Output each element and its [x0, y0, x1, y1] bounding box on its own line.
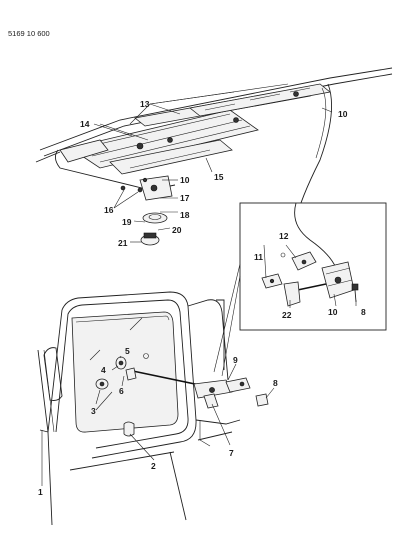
- document-code: 5169 10 600: [8, 29, 50, 38]
- callout-21: 21: [118, 238, 128, 248]
- callout-8-body: 8: [273, 378, 278, 388]
- callout-15: 15: [214, 172, 224, 182]
- callout-11: 11: [254, 252, 263, 262]
- callout-2: 2: [151, 461, 156, 471]
- callout-20: 20: [172, 225, 182, 235]
- roof-panel-assembly: [35, 67, 393, 246]
- callout-17: 17: [180, 193, 190, 203]
- callout-5: 5: [125, 346, 130, 356]
- callout-22: 22: [282, 310, 292, 320]
- callout-9: 9: [233, 355, 238, 365]
- body-side-window-assembly: [37, 291, 269, 526]
- callout-10-inset: 10: [328, 307, 338, 317]
- callout-8-inset: 8: [361, 307, 366, 317]
- callout-16: 16: [104, 205, 114, 215]
- callout-3: 3: [91, 406, 96, 416]
- detail-inset: [213, 202, 387, 377]
- leader-lines: [41, 83, 357, 486]
- callout-1: 1: [38, 487, 43, 497]
- callout-labels: 13 10 14 15 10 17 16 18 19 20 21 12 11 2…: [38, 99, 366, 497]
- callout-10-roof: 10: [338, 109, 348, 119]
- callout-10-plate: 10: [180, 175, 190, 185]
- callout-4: 4: [101, 365, 106, 375]
- callout-14: 14: [80, 119, 90, 129]
- callout-7: 7: [229, 448, 234, 458]
- callout-13: 13: [140, 99, 150, 109]
- callout-18: 18: [180, 210, 190, 220]
- release-cable: [295, 83, 333, 221]
- callout-12: 12: [279, 231, 289, 241]
- callout-19: 19: [122, 217, 132, 227]
- callout-6: 6: [119, 386, 124, 396]
